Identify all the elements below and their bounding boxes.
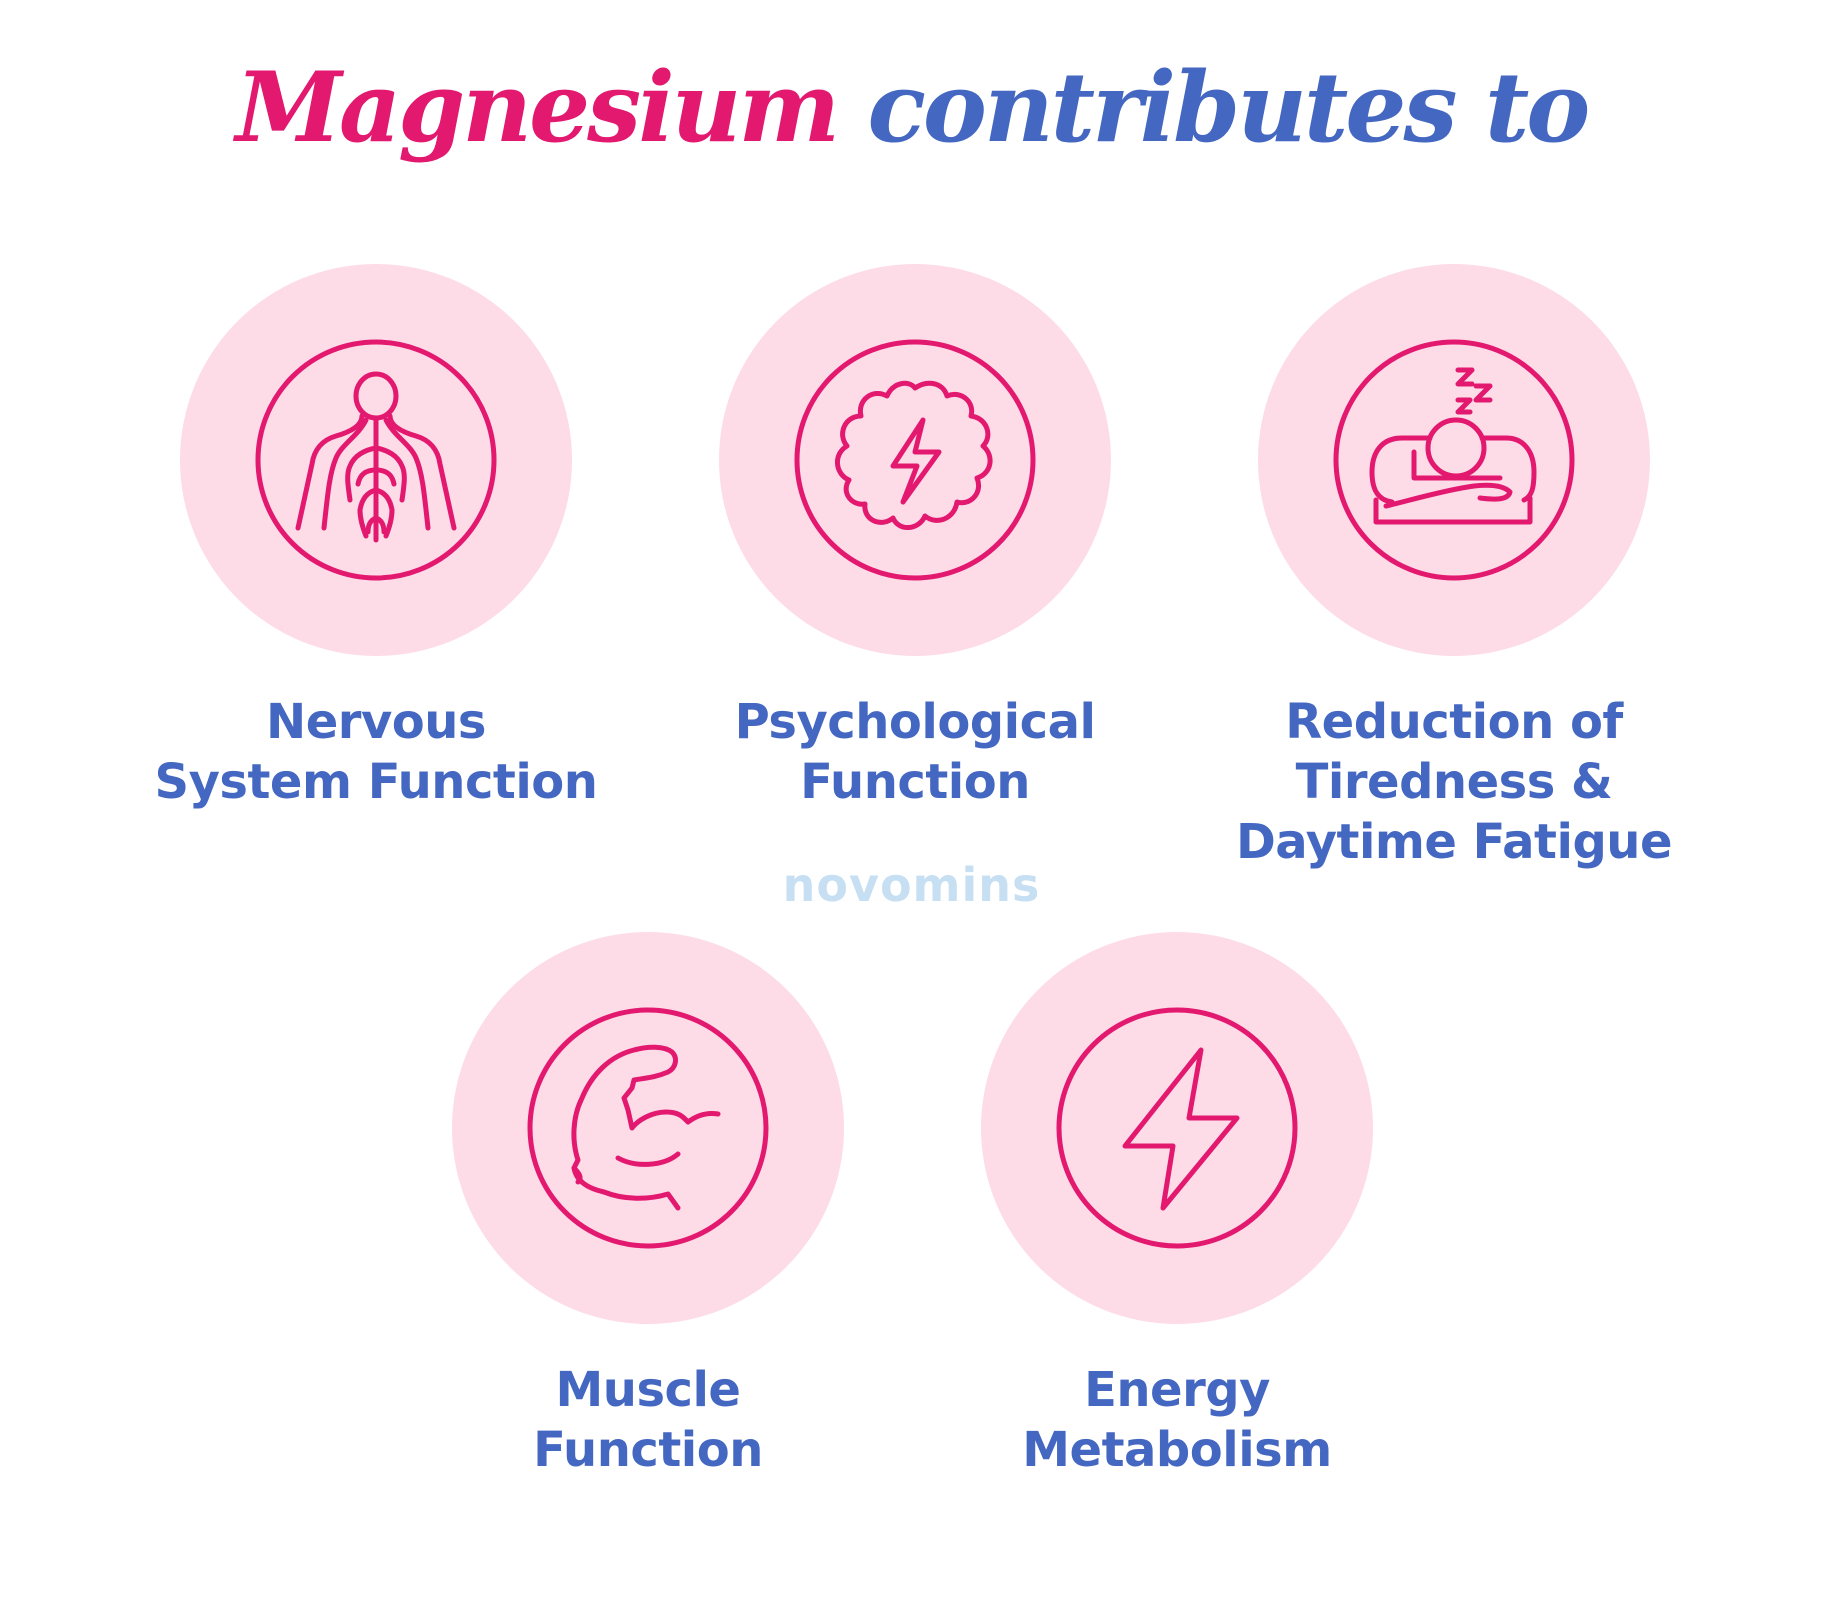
brain-lightning-icon bbox=[794, 339, 1036, 581]
icon-disc bbox=[719, 264, 1111, 656]
benefit-label: Energy Metabolism bbox=[1022, 1362, 1332, 1478]
benefit-label: Reduction of Tiredness & Daytime Fatigue bbox=[1235, 694, 1673, 870]
sleeping-person-icon bbox=[1333, 339, 1575, 581]
nervous-system-icon bbox=[255, 339, 497, 581]
icon-disc bbox=[180, 264, 572, 656]
title-accent: Magnesium bbox=[235, 51, 840, 164]
benefit-label: Nervous System Function bbox=[154, 694, 598, 810]
brand-watermark: novomins bbox=[782, 858, 1041, 912]
title-rest: contributes to bbox=[867, 51, 1590, 164]
flexed-arm-icon bbox=[527, 1007, 769, 1249]
page-title: Magnesium contributes to bbox=[0, 55, 1823, 161]
icon-disc bbox=[981, 932, 1373, 1324]
icon-disc bbox=[1258, 264, 1650, 656]
benefit-label: Psychological Function bbox=[734, 694, 1096, 810]
lightning-bolt-icon bbox=[1056, 1007, 1298, 1249]
icon-disc bbox=[452, 932, 844, 1324]
benefit-label: Muscle Function bbox=[533, 1362, 763, 1478]
